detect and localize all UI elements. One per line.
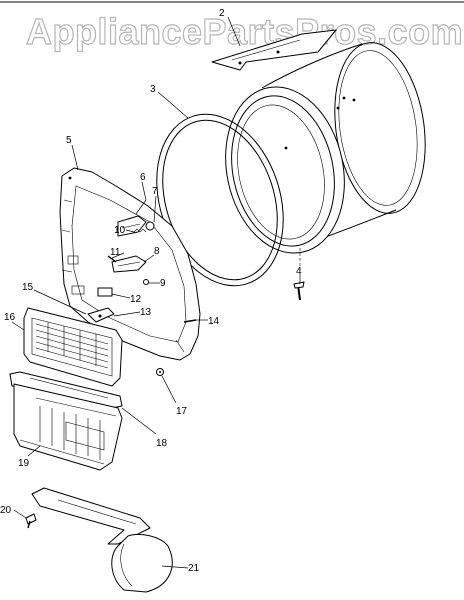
callout-13: 13 <box>140 307 152 318</box>
part-9-screw <box>143 279 149 285</box>
callout-3: 3 <box>150 84 156 95</box>
leader-lines <box>11 16 301 569</box>
callout-16: 16 <box>4 312 16 323</box>
part-6-switch <box>117 215 147 237</box>
part-10-spring <box>133 228 147 233</box>
part-12-latch <box>97 287 113 297</box>
callout-20: 20 <box>0 505 12 516</box>
part-16-lint-filter <box>23 307 123 387</box>
callout-4: 4 <box>296 266 302 277</box>
part-4-screw <box>293 281 305 301</box>
callout-5: 5 <box>66 135 72 146</box>
part-19-lint-housing <box>13 383 123 471</box>
callout-8: 8 <box>154 246 160 257</box>
part-14-screw <box>183 319 197 323</box>
watermark-text: AppliancePartsPros.com <box>26 11 463 52</box>
callout-10: 10 <box>114 225 126 236</box>
callout-15: 15 <box>22 282 34 293</box>
part-drum <box>225 42 426 254</box>
part-8-bracket <box>111 255 147 273</box>
callout-18: 18 <box>156 438 168 449</box>
callout-9: 9 <box>160 278 166 289</box>
callout-labels: 2 3 4 5 6 7 8 9 10 11 12 13 14 15 16 17 … <box>0 8 302 574</box>
callout-6: 6 <box>140 172 146 183</box>
callout-14: 14 <box>208 316 220 327</box>
part-18-duct <box>9 371 123 409</box>
callout-12: 12 <box>130 294 142 305</box>
part-20-screw <box>25 513 37 529</box>
part-2-bracket <box>211 29 337 71</box>
part-11-pin <box>107 255 117 263</box>
callout-7: 7 <box>152 186 158 197</box>
part-13-hinge <box>87 307 115 323</box>
part-17-nut <box>156 368 164 376</box>
callout-19: 19 <box>18 458 30 469</box>
callout-11: 11 <box>110 247 121 258</box>
callout-21: 21 <box>188 563 200 574</box>
callout-2: 2 <box>219 8 225 19</box>
part-21-blower-duct <box>31 487 173 593</box>
part-7-clip <box>145 221 155 231</box>
callout-17: 17 <box>176 406 188 417</box>
